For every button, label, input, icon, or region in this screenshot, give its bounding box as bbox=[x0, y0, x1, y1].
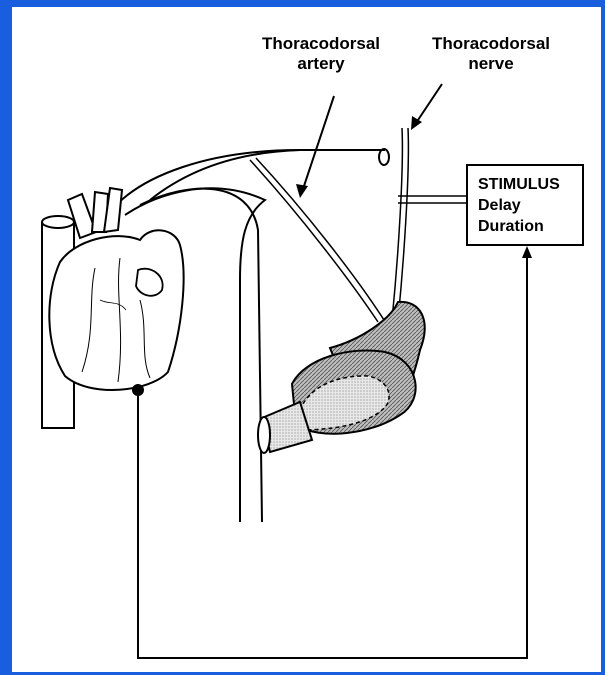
stimulus-delay: Delay bbox=[478, 195, 582, 216]
stimulus-leads bbox=[398, 196, 466, 203]
label-artery-line1: Thoracodorsal bbox=[232, 34, 410, 54]
stimulus-title: STIMULUS bbox=[478, 174, 582, 195]
sensing-electrode bbox=[132, 384, 144, 396]
label-thoracodorsal-nerve: Thoracodorsal nerve bbox=[405, 34, 577, 74]
sensing-lead bbox=[138, 256, 527, 658]
label-nerve-line2: nerve bbox=[405, 54, 577, 74]
label-nerve-line1: Thoracodorsal bbox=[405, 34, 577, 54]
stimulus-duration: Duration bbox=[478, 216, 582, 237]
label-thoracodorsal-artery: Thoracodorsal artery bbox=[232, 34, 410, 74]
artery-arrowhead bbox=[296, 184, 308, 198]
thoracodorsal-artery bbox=[250, 158, 384, 322]
label-artery-line2: artery bbox=[232, 54, 410, 74]
arch-vessels bbox=[68, 188, 122, 238]
heart bbox=[49, 230, 183, 390]
stimulus-box: STIMULUS Delay Duration bbox=[466, 164, 584, 246]
arrowhead-up bbox=[522, 246, 532, 258]
label-arrows bbox=[302, 84, 442, 192]
muscle-flap bbox=[258, 302, 425, 453]
thoracodorsal-nerve bbox=[392, 128, 408, 320]
